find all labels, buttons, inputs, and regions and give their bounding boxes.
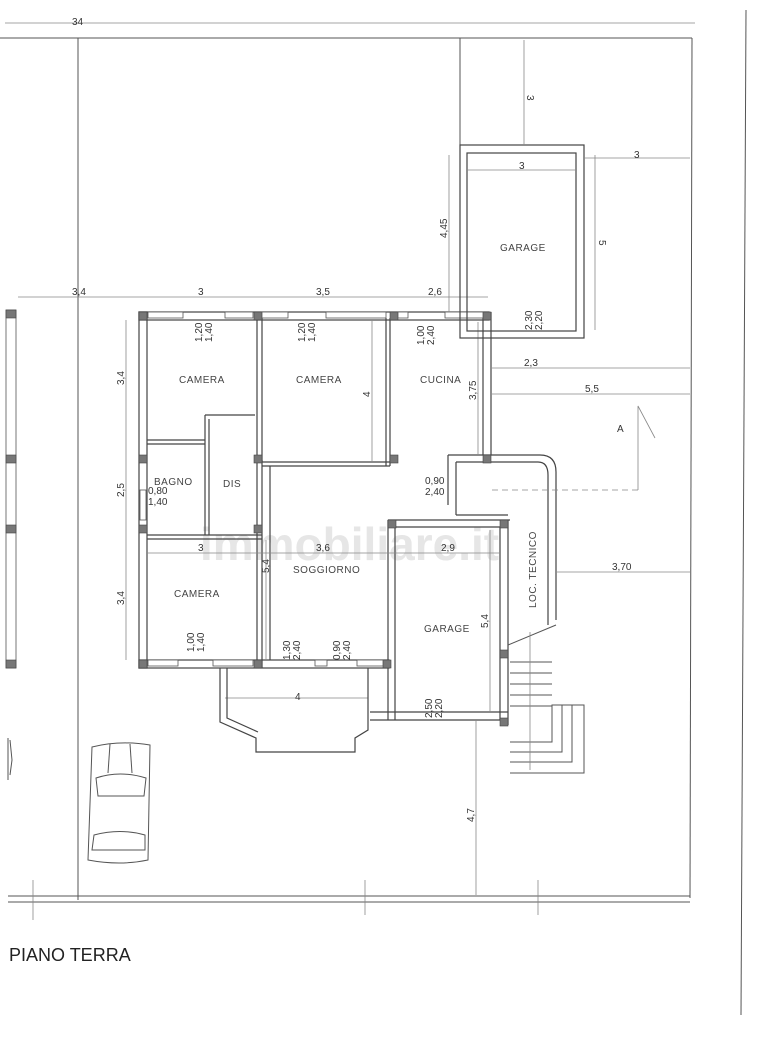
plan-title: PIANO TERRA (9, 945, 131, 965)
dim-det-width: 3 (519, 161, 525, 172)
dim-top-3: 2,6 (428, 287, 442, 298)
svg-text:1,30: 1,30 (282, 640, 293, 660)
opening-labels: 1,20 1,40 1,20 1,40 1,00 2,40 0,80 1,40 … (148, 310, 545, 718)
room-soggiorno: SOGGIORNO (293, 565, 360, 576)
svg-text:1,20: 1,20 (297, 322, 308, 342)
svg-text:1,00: 1,00 (416, 325, 427, 345)
dim-left-setback: 3,4 (72, 287, 86, 298)
svg-text:A: A (617, 424, 624, 435)
room-cucina: CUCINA (420, 375, 461, 386)
bay-window (219, 668, 369, 753)
dim-soggiorno-depth: 5,4 (261, 559, 272, 573)
dim-mid-3: 2,9 (441, 543, 455, 554)
svg-text:2,20: 2,20 (434, 698, 445, 718)
svg-text:2,40: 2,40 (292, 640, 303, 660)
room-garage-main: GARAGE (424, 624, 470, 635)
room-garage-detached: GARAGE (500, 243, 546, 254)
svg-text:1,40: 1,40 (148, 497, 168, 508)
dim-garage-depth: 5,4 (480, 614, 491, 628)
dim-lot-width: 34 (72, 17, 84, 28)
dim-cucina-depth: 3,75 (468, 380, 479, 400)
svg-text:2,40: 2,40 (426, 325, 437, 345)
dim-bay-width: 4 (295, 692, 301, 703)
windows (139, 311, 484, 667)
dim-right-upper: 5,5 (585, 384, 599, 395)
svg-text:1,20: 1,20 (194, 322, 205, 342)
neighbor-fragment (7, 738, 13, 780)
svg-text:2,40: 2,40 (342, 640, 353, 660)
dim-top-2: 3,5 (316, 287, 330, 298)
dim-mid-2: 3,6 (316, 543, 330, 554)
dim-camera-depth: 4 (362, 391, 373, 397)
dim-det-top-setback: 3 (524, 95, 535, 101)
svg-text:0,90: 0,90 (425, 476, 445, 487)
dim-garage-gap: 2,3 (524, 358, 538, 369)
svg-text:1,40: 1,40 (307, 322, 318, 342)
dim-det-depth: 5 (596, 240, 607, 246)
room-dis: DIS (223, 479, 241, 490)
svg-text:0,90: 0,90 (332, 640, 343, 660)
room-bagno: BAGNO (154, 477, 193, 488)
dim-left-2: 2,5 (116, 483, 127, 497)
detached-garage (448, 40, 690, 339)
room-camera-top-mid: CAMERA (296, 375, 342, 386)
dim-mid-1: 3 (198, 543, 204, 554)
room-camera-top-left: CAMERA (179, 375, 225, 386)
lot-boundary (0, 9, 747, 1016)
dim-top-1: 3 (198, 287, 204, 298)
dim-det-left-height: 4,45 (439, 218, 450, 238)
pillars (138, 311, 509, 727)
stairs (507, 624, 585, 774)
svg-text:1,00: 1,00 (186, 632, 197, 652)
room-camera-bottom: CAMERA (174, 589, 220, 600)
car-icon (87, 742, 151, 864)
dim-front-setback: 4,7 (466, 808, 477, 822)
dim-left-3: 3,4 (116, 591, 127, 605)
dim-left-1: 3,4 (116, 371, 127, 385)
svg-text:0,80: 0,80 (148, 486, 168, 497)
svg-text:2,50: 2,50 (424, 698, 435, 718)
dim-right-lower: 3,70 (612, 562, 632, 573)
svg-text:2,40: 2,40 (425, 487, 445, 498)
dim-det-right-setback: 3 (634, 150, 640, 161)
svg-text:2,30: 2,30 (524, 310, 535, 330)
section-marker: A (492, 405, 656, 491)
svg-text:2,20: 2,20 (534, 310, 545, 330)
room-loc-tecnico: LOC. TECNICO (528, 531, 539, 608)
interior-dimension-lines (147, 320, 500, 895)
neighbor-wall (5, 309, 17, 669)
svg-text:1,40: 1,40 (196, 632, 207, 652)
svg-text:1,40: 1,40 (204, 322, 215, 342)
